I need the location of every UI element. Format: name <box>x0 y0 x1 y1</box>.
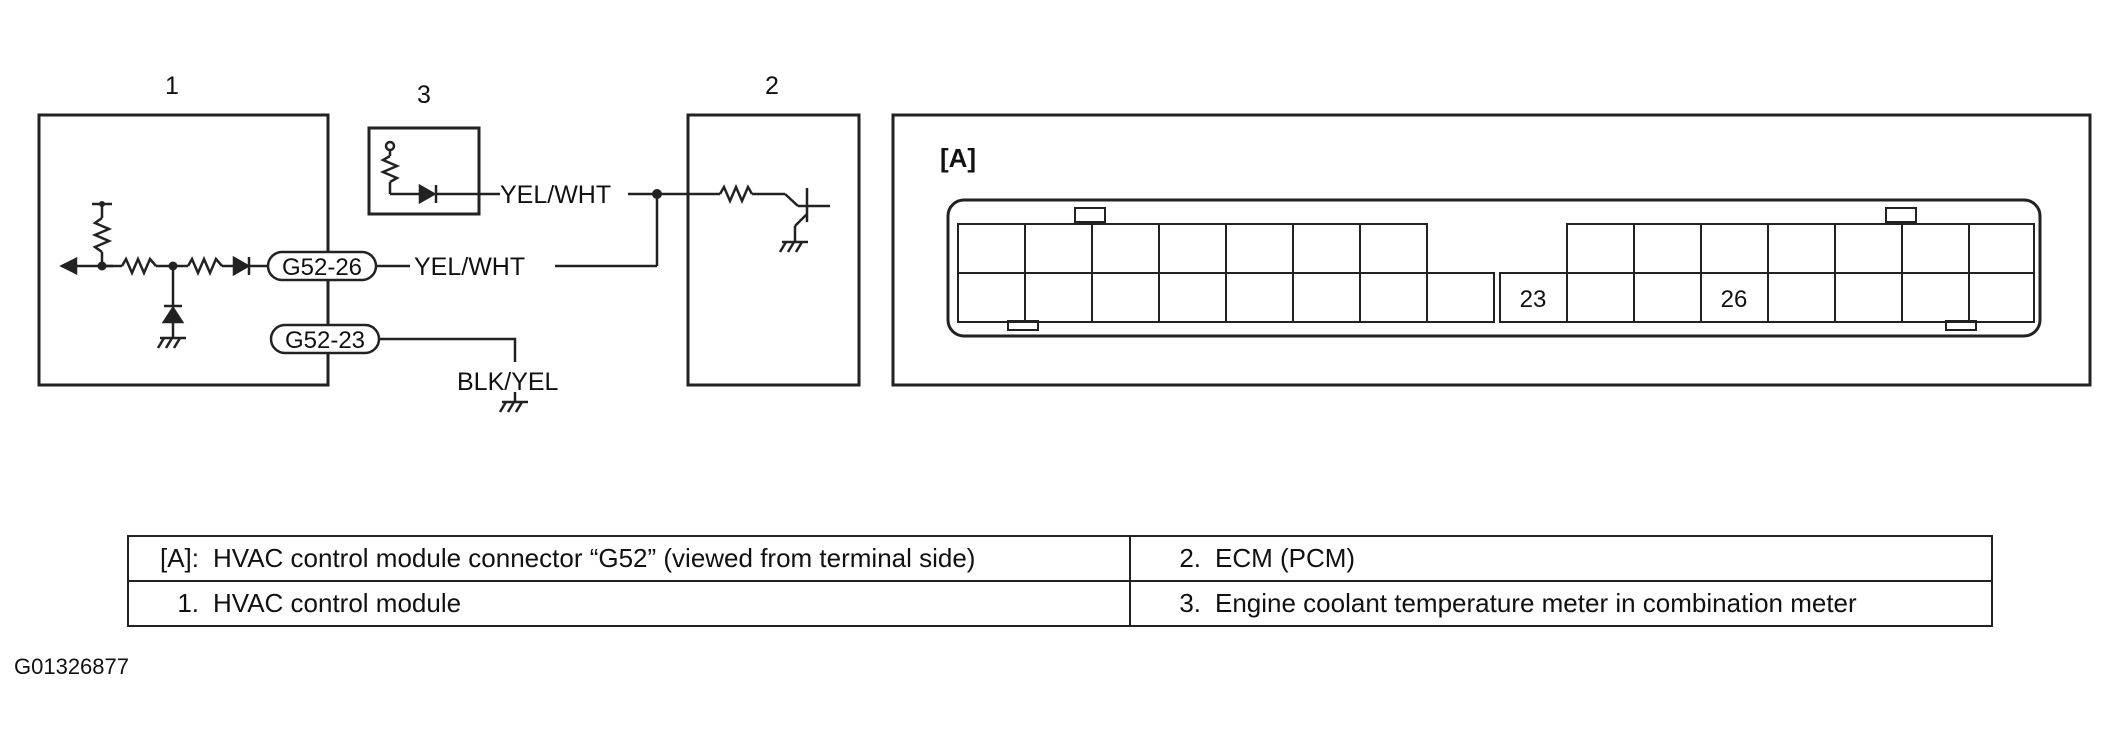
pin-cell <box>1968 272 2035 323</box>
pin-cell <box>957 272 1026 323</box>
pin-cell <box>1225 272 1294 323</box>
terminal-g52-23: G52-23 <box>285 327 365 354</box>
hvac-internal-circuit <box>59 202 268 349</box>
component-2-number: 2 <box>765 72 779 100</box>
pin-23-label: 23 <box>1520 286 1547 313</box>
pin-cell <box>1292 272 1361 323</box>
pin-cell <box>1901 272 1970 323</box>
pin-cell <box>1834 223 1903 274</box>
legend-row: 1. HVAC control module 3. Engine coolant t… <box>127 580 1993 627</box>
pin-cell <box>1700 223 1769 274</box>
coolant-temp-meter-box <box>367 126 481 216</box>
wire-label-hvac-to-ecm: YEL/WHT <box>414 253 525 281</box>
legend-table: [A]: HVAC control module connector “G52” … <box>127 535 1993 627</box>
pin-26-label: 26 <box>1721 286 1748 313</box>
meter-circuit <box>379 140 500 205</box>
legend-text: ECM (PCM) <box>1215 543 1356 573</box>
legend-text: HVAC control module <box>213 588 462 618</box>
hvac-control-module-box <box>37 113 330 387</box>
connector-view-label: [A] <box>940 143 976 173</box>
pin-cell <box>1158 223 1227 274</box>
legend-text: HVAC control module connector “G52” (vie… <box>213 543 976 573</box>
junction-dot <box>168 261 178 271</box>
pin-cell <box>1834 272 1903 323</box>
ecm-internal-circuit <box>657 183 830 253</box>
wire-label-ground: BLK/YEL <box>457 368 559 396</box>
wire <box>379 337 517 362</box>
legend-cell: 1. HVAC control module <box>127 580 1131 627</box>
pin-cell <box>1158 272 1227 323</box>
pin-block-right <box>1499 223 2035 323</box>
legend-key: 3. <box>1179 588 1201 618</box>
pin-block-left <box>957 223 1495 323</box>
component-1-number: 1 <box>165 72 179 100</box>
legend-key: [A]: <box>159 543 199 573</box>
pin-cell <box>1359 272 1428 323</box>
pin-cell <box>1091 223 1160 274</box>
ecm-box <box>686 113 861 387</box>
pin-cell <box>1426 272 1495 323</box>
legend-text: Engine coolant temperature meter in comb… <box>1215 588 1857 618</box>
component-3-number: 3 <box>417 81 431 109</box>
legend-row: [A]: HVAC control module connector “G52” … <box>127 535 1993 582</box>
legend-cell: [A]: HVAC control module connector “G52” … <box>127 535 1131 582</box>
pin-cell <box>1968 223 2035 274</box>
connector-latch <box>1074 207 1106 223</box>
legend-key: 2. <box>1179 543 1201 573</box>
pin-cell <box>1767 272 1836 323</box>
junction-dot <box>97 261 107 271</box>
pin-cell <box>1633 223 1702 274</box>
ground-symbol <box>498 392 528 413</box>
pin-cell <box>1225 223 1294 274</box>
pin-cell <box>1767 223 1836 274</box>
pin-cell <box>1292 223 1361 274</box>
pin-cell <box>1566 223 1635 274</box>
legend-cell: 3. Engine coolant temperature meter in co… <box>1129 580 1993 627</box>
terminal-g52-26: G52-26 <box>282 254 362 281</box>
connector-view-frame <box>891 113 2092 387</box>
figure-id: G01326877 <box>14 654 129 679</box>
wire-label-meter-to-ecm: YEL/WHT <box>500 181 611 209</box>
junction-dot <box>99 201 105 207</box>
pin-cell <box>957 223 1026 274</box>
legend-cell: 2. ECM (PCM) <box>1129 535 1993 582</box>
pin-cell <box>1633 272 1702 323</box>
connector-housing <box>946 198 2042 338</box>
pin-cell <box>1024 272 1093 323</box>
connector-latch <box>1885 207 1917 223</box>
pin-cell <box>1566 272 1635 323</box>
pin-cell <box>1024 223 1093 274</box>
pin-cell <box>1091 272 1160 323</box>
pin-cell <box>1359 223 1428 274</box>
pin-cell <box>1901 223 1970 274</box>
legend-key: 1. <box>177 588 199 618</box>
